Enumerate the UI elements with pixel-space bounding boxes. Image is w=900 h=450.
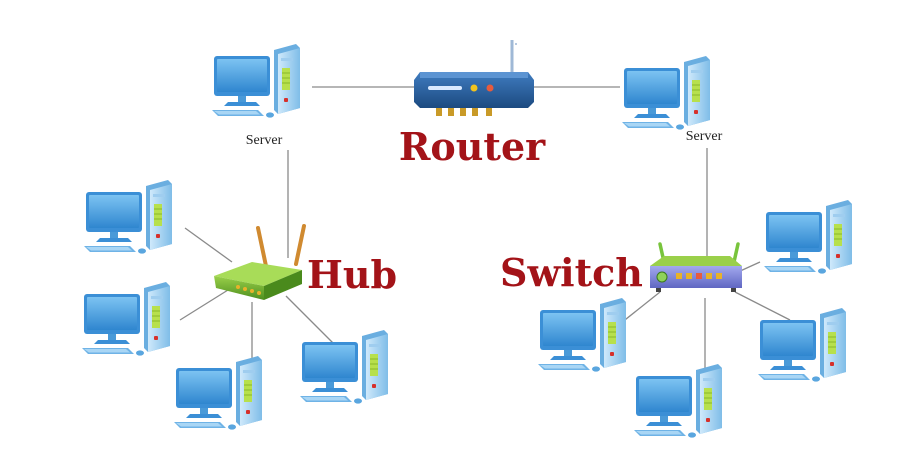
switch-pc-3-computer-icon (633, 363, 723, 439)
cable-hub-pc-2 (179, 289, 229, 321)
switch-pc-1-computer-icon (763, 199, 853, 275)
router-label: Router (399, 124, 546, 169)
hub-pc-1-computer-icon (83, 179, 173, 255)
switch-pc-4-computer-icon (757, 307, 847, 383)
server-left-label: Server (246, 133, 283, 148)
server-right-label: Server (686, 129, 723, 144)
hub-pc-3-computer-icon (173, 355, 263, 431)
switch-icon (650, 242, 742, 292)
cable-hub-pc-4 (285, 295, 339, 349)
cables (179, 86, 791, 375)
switch-label: Switch (500, 250, 643, 295)
cable-switch-pc-3 (734, 291, 791, 321)
hub-pc-2-computer-icon (81, 281, 171, 357)
hub-pc-4-computer-icon (299, 329, 389, 405)
hub-label: Hub (307, 252, 397, 297)
hub-icon (214, 224, 306, 300)
server-right-computer-icon (621, 55, 711, 131)
switch-pc-2-computer-icon (537, 297, 627, 373)
router-icon (414, 40, 534, 116)
cable-hub-pc-1 (184, 227, 233, 263)
server-left-computer-icon (211, 43, 301, 119)
